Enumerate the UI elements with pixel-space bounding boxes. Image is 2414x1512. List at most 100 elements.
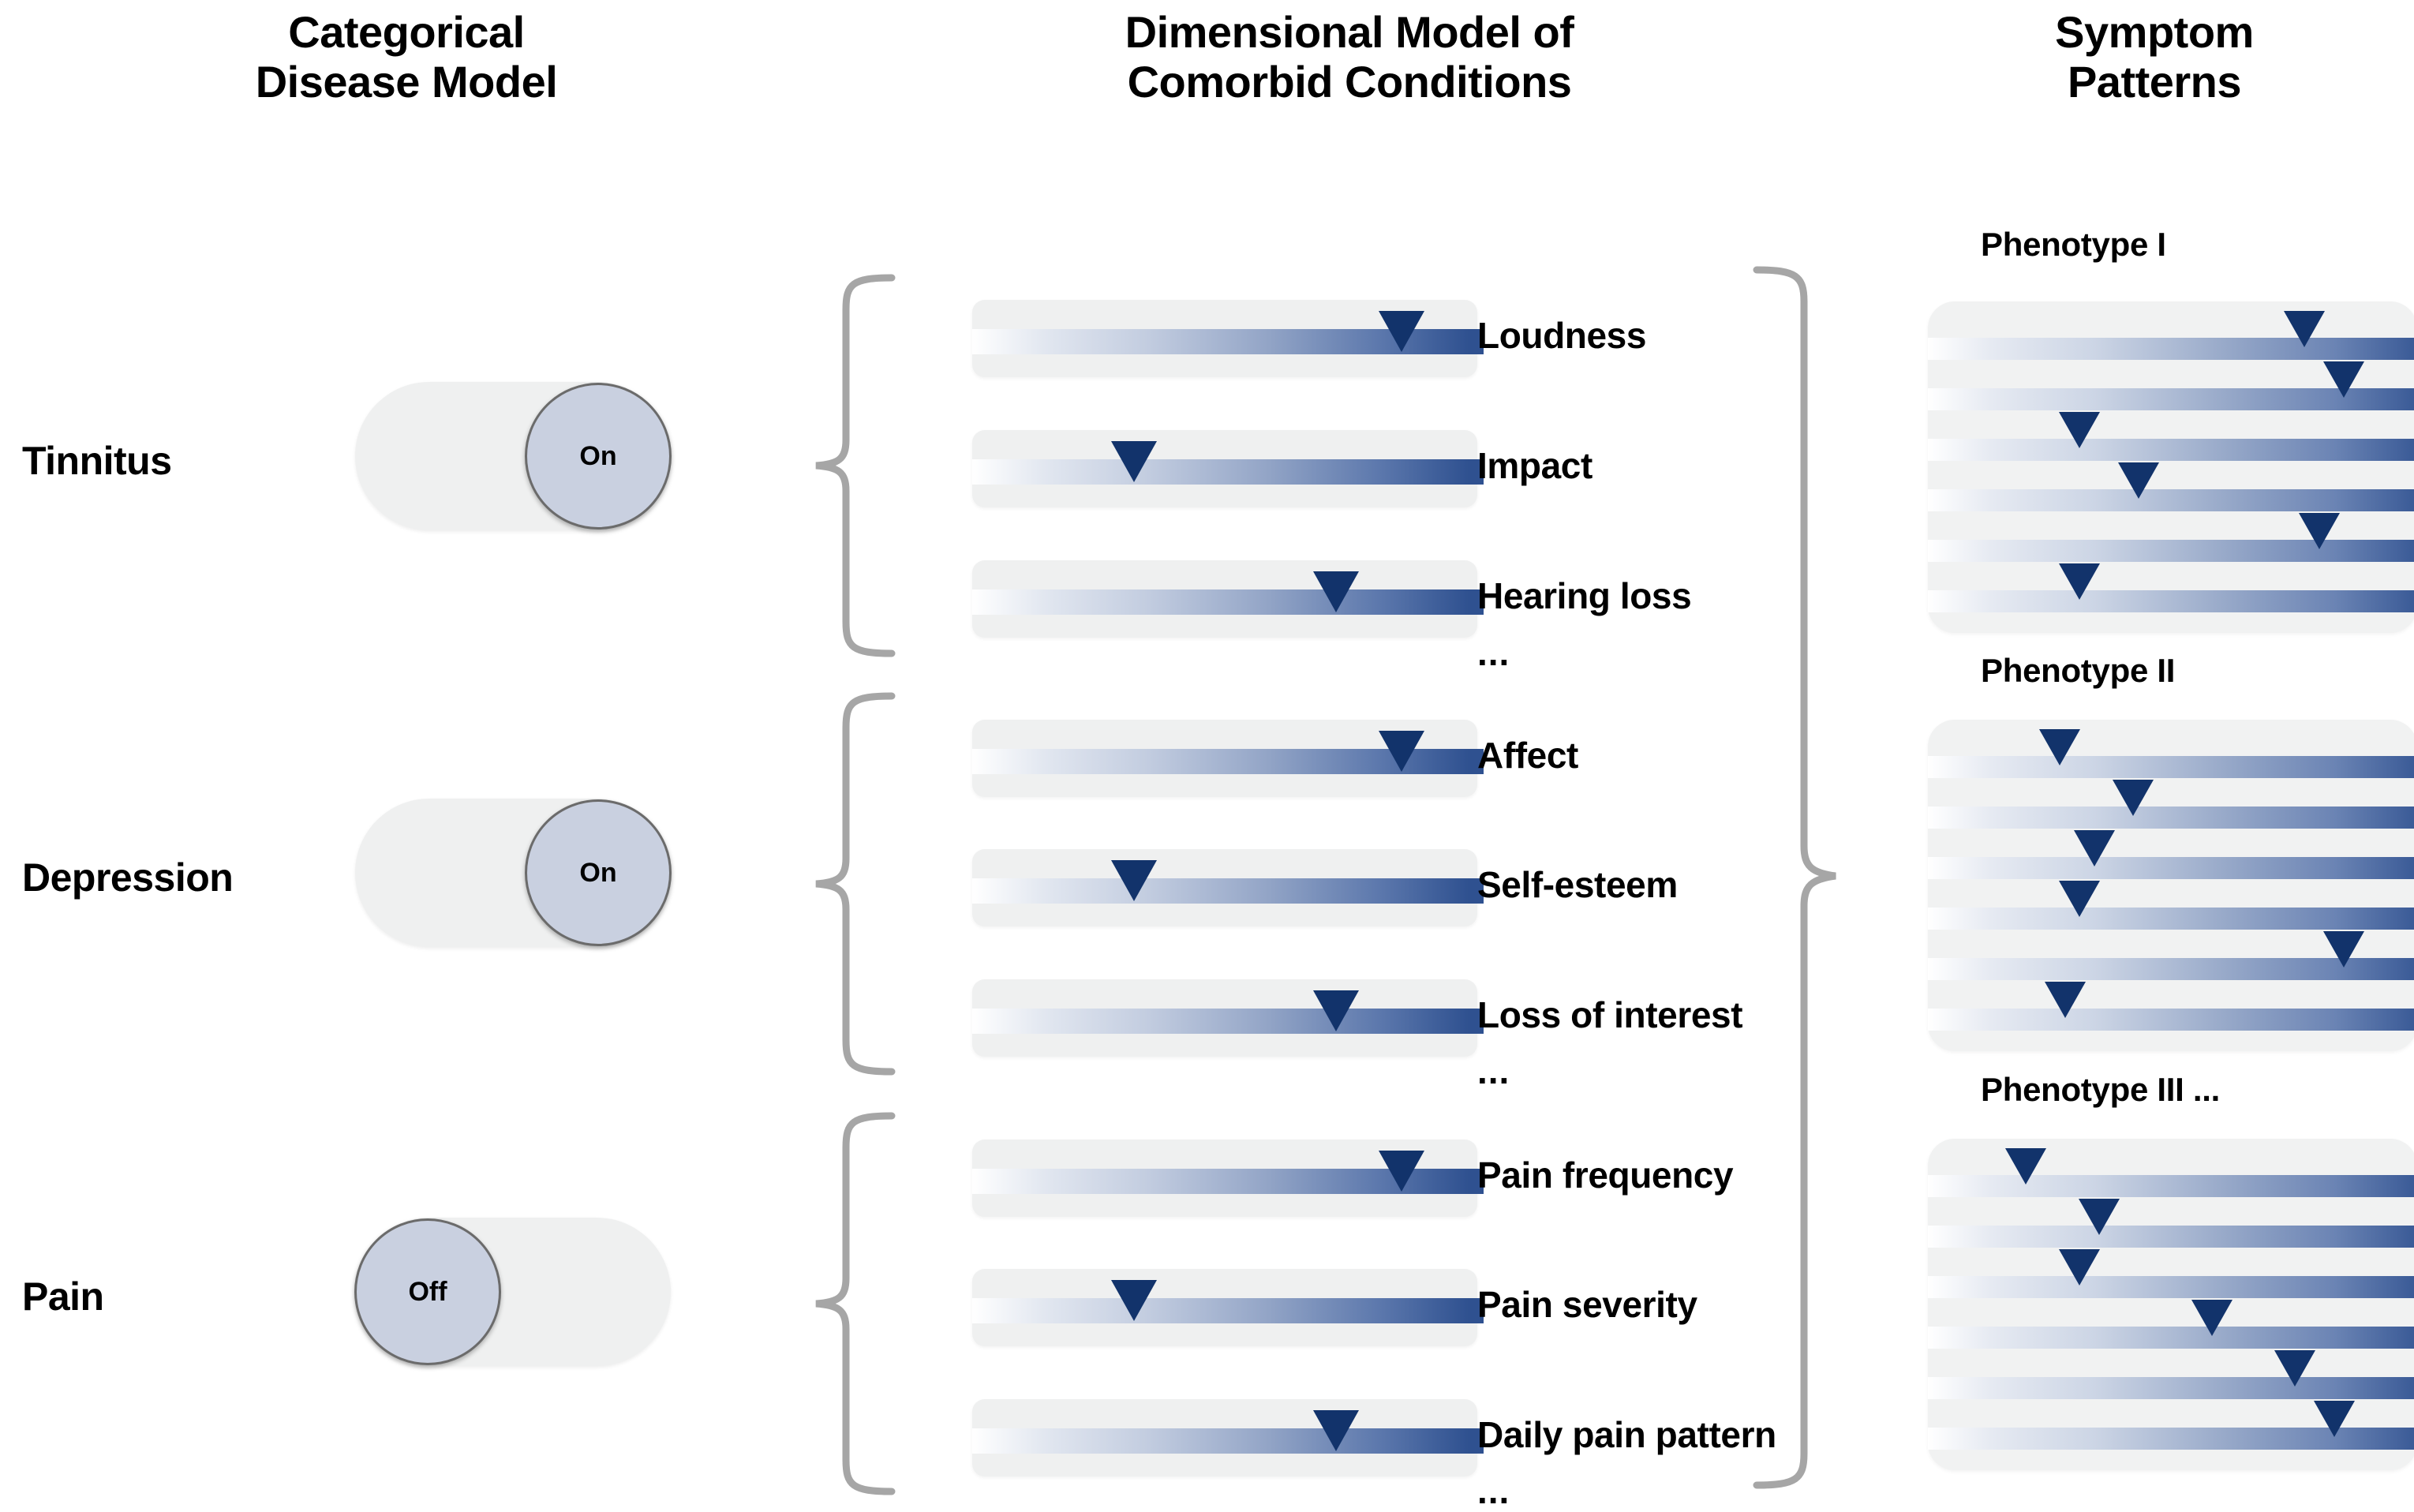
slider-marker-pain-severity[interactable]	[1110, 1280, 1157, 1321]
phenotype-row	[1928, 562, 2414, 612]
slider-marker-daily-pain-pattern[interactable]	[1312, 1410, 1359, 1451]
phenotype-marker[interactable]	[2059, 1249, 2101, 1286]
phenotype-bar	[1928, 756, 2414, 778]
column-header-dimensional: Dimensional Model of Comorbid Conditions	[876, 7, 1823, 107]
slider-track-loss-of-interest	[972, 1009, 1484, 1034]
slider-track-hearing-loss	[972, 589, 1484, 615]
slider-marker-loss-of-interest[interactable]	[1312, 990, 1359, 1031]
condition-label-pain: Pain	[22, 1274, 104, 1319]
phenotype-marker[interactable]	[2113, 780, 2154, 816]
phenotype-row	[1928, 309, 2414, 360]
slider-pain-frequency[interactable]	[972, 1140, 1484, 1217]
slider-track-pain-severity	[972, 1298, 1484, 1323]
brace-symptom-patterns	[1753, 266, 1836, 1489]
phenotype-row	[1928, 1147, 2414, 1197]
column-header-symptom-line2: Patterns	[2067, 56, 2242, 107]
dimension-label-daily-pain-pattern: Daily pain pattern	[1477, 1414, 1776, 1455]
phenotype-bar	[1928, 439, 2414, 461]
phenotype-bar	[1928, 590, 2414, 612]
phenotype-bar	[1928, 1226, 2414, 1248]
phenotype-row	[1928, 829, 2414, 879]
slider-hearing-loss[interactable]	[972, 560, 1484, 638]
column-header-categorical: Categorical Disease Model	[182, 7, 631, 107]
slider-affect[interactable]	[972, 720, 1484, 797]
toggle-depression[interactable]: On	[355, 799, 672, 947]
phenotype-title-1: Phenotype I	[1981, 226, 2166, 263]
slider-marker-pain-frequency[interactable]	[1379, 1151, 1424, 1192]
dimension-label-impact: Impact	[1477, 445, 1592, 486]
phenotype-marker[interactable]	[2005, 1148, 2046, 1185]
phenotype-marker[interactable]	[2044, 982, 2086, 1018]
phenotype-marker[interactable]	[2059, 563, 2101, 600]
slider-track-self-esteem	[972, 878, 1484, 904]
phenotype-row	[1928, 778, 2414, 829]
phenotype-marker[interactable]	[2274, 1350, 2315, 1387]
brace-depression-group	[815, 692, 896, 1076]
phenotype-bar	[1928, 1175, 2414, 1197]
slider-impact[interactable]	[972, 430, 1484, 507]
column-header-symptom: Symptom Patterns	[1910, 7, 2399, 107]
toggle-knob-depression[interactable]: On	[525, 799, 672, 946]
dimension-ellipsis-pain: ...	[1477, 1470, 1510, 1511]
slider-marker-impact[interactable]	[1110, 441, 1157, 482]
condition-label-depression: Depression	[22, 855, 234, 900]
slider-loss-of-interest[interactable]	[972, 979, 1484, 1057]
phenotype-row	[1928, 728, 2414, 778]
phenotype-marker[interactable]	[2059, 412, 2101, 448]
phenotype-row	[1928, 461, 2414, 511]
slider-loudness[interactable]	[972, 300, 1484, 377]
phenotype-marker[interactable]	[2073, 830, 2115, 866]
phenotype-row	[1928, 1298, 2414, 1349]
brace-tinnitus-group	[815, 274, 896, 657]
phenotype-marker[interactable]	[2191, 1300, 2232, 1336]
slider-track-daily-pain-pattern	[972, 1428, 1484, 1454]
slider-marker-hearing-loss[interactable]	[1312, 571, 1359, 612]
phenotype-bar	[1928, 807, 2414, 829]
column-header-dimensional-line1: Dimensional Model of	[1125, 7, 1574, 57]
slider-self-esteem[interactable]	[972, 849, 1484, 926]
column-header-symptom-line1: Symptom	[2055, 7, 2254, 57]
slider-marker-self-esteem[interactable]	[1110, 860, 1157, 901]
phenotype-row	[1928, 1197, 2414, 1248]
phenotype-marker[interactable]	[2313, 1401, 2355, 1437]
phenotype-marker[interactable]	[2299, 513, 2340, 549]
dimension-ellipsis-tinnitus: ...	[1477, 632, 1510, 673]
phenotype-panel-2	[1928, 720, 2414, 1051]
dimension-ellipsis-depression: ...	[1477, 1050, 1510, 1091]
phenotype-row	[1928, 511, 2414, 562]
phenotype-marker[interactable]	[2059, 881, 2101, 917]
slider-daily-pain-pattern[interactable]	[972, 1399, 1484, 1476]
slider-track-impact	[972, 459, 1484, 485]
toggle-knob-pain[interactable]: Off	[354, 1218, 501, 1365]
phenotype-bar	[1928, 908, 2414, 930]
condition-label-tinnitus: Tinnitus	[22, 439, 172, 483]
phenotype-marker[interactable]	[2117, 462, 2159, 499]
phenotype-row	[1928, 930, 2414, 980]
phenotype-bar	[1928, 857, 2414, 879]
toggle-pain[interactable]: Off	[354, 1218, 671, 1366]
phenotype-row	[1928, 1248, 2414, 1298]
phenotype-bar	[1928, 540, 2414, 562]
dimension-label-affect: Affect	[1477, 735, 1578, 776]
phenotype-bar	[1928, 1276, 2414, 1298]
phenotype-row	[1928, 360, 2414, 410]
phenotype-bar	[1928, 338, 2414, 360]
column-header-dimensional-line2: Comorbid Conditions	[1127, 56, 1572, 107]
phenotype-marker[interactable]	[2323, 931, 2364, 967]
dimension-label-loss-of-interest: Loss of interest	[1477, 994, 1743, 1035]
phenotype-bar	[1928, 1377, 2414, 1399]
slider-pain-severity[interactable]	[972, 1269, 1484, 1346]
dimension-label-pain-severity: Pain severity	[1477, 1284, 1697, 1325]
toggle-knob-tinnitus[interactable]: On	[525, 383, 672, 530]
slider-marker-loudness[interactable]	[1379, 311, 1424, 352]
phenotype-marker[interactable]	[2323, 361, 2364, 398]
phenotype-panel-1	[1928, 301, 2414, 633]
phenotype-marker[interactable]	[2039, 729, 2081, 765]
phenotype-marker[interactable]	[2079, 1199, 2120, 1235]
slider-marker-affect[interactable]	[1379, 731, 1424, 772]
phenotype-marker[interactable]	[2284, 311, 2326, 347]
phenotype-panel-3	[1928, 1139, 2414, 1470]
toggle-tinnitus[interactable]: On	[355, 382, 672, 530]
phenotype-bar	[1928, 489, 2414, 511]
brace-pain-group	[815, 1112, 896, 1495]
